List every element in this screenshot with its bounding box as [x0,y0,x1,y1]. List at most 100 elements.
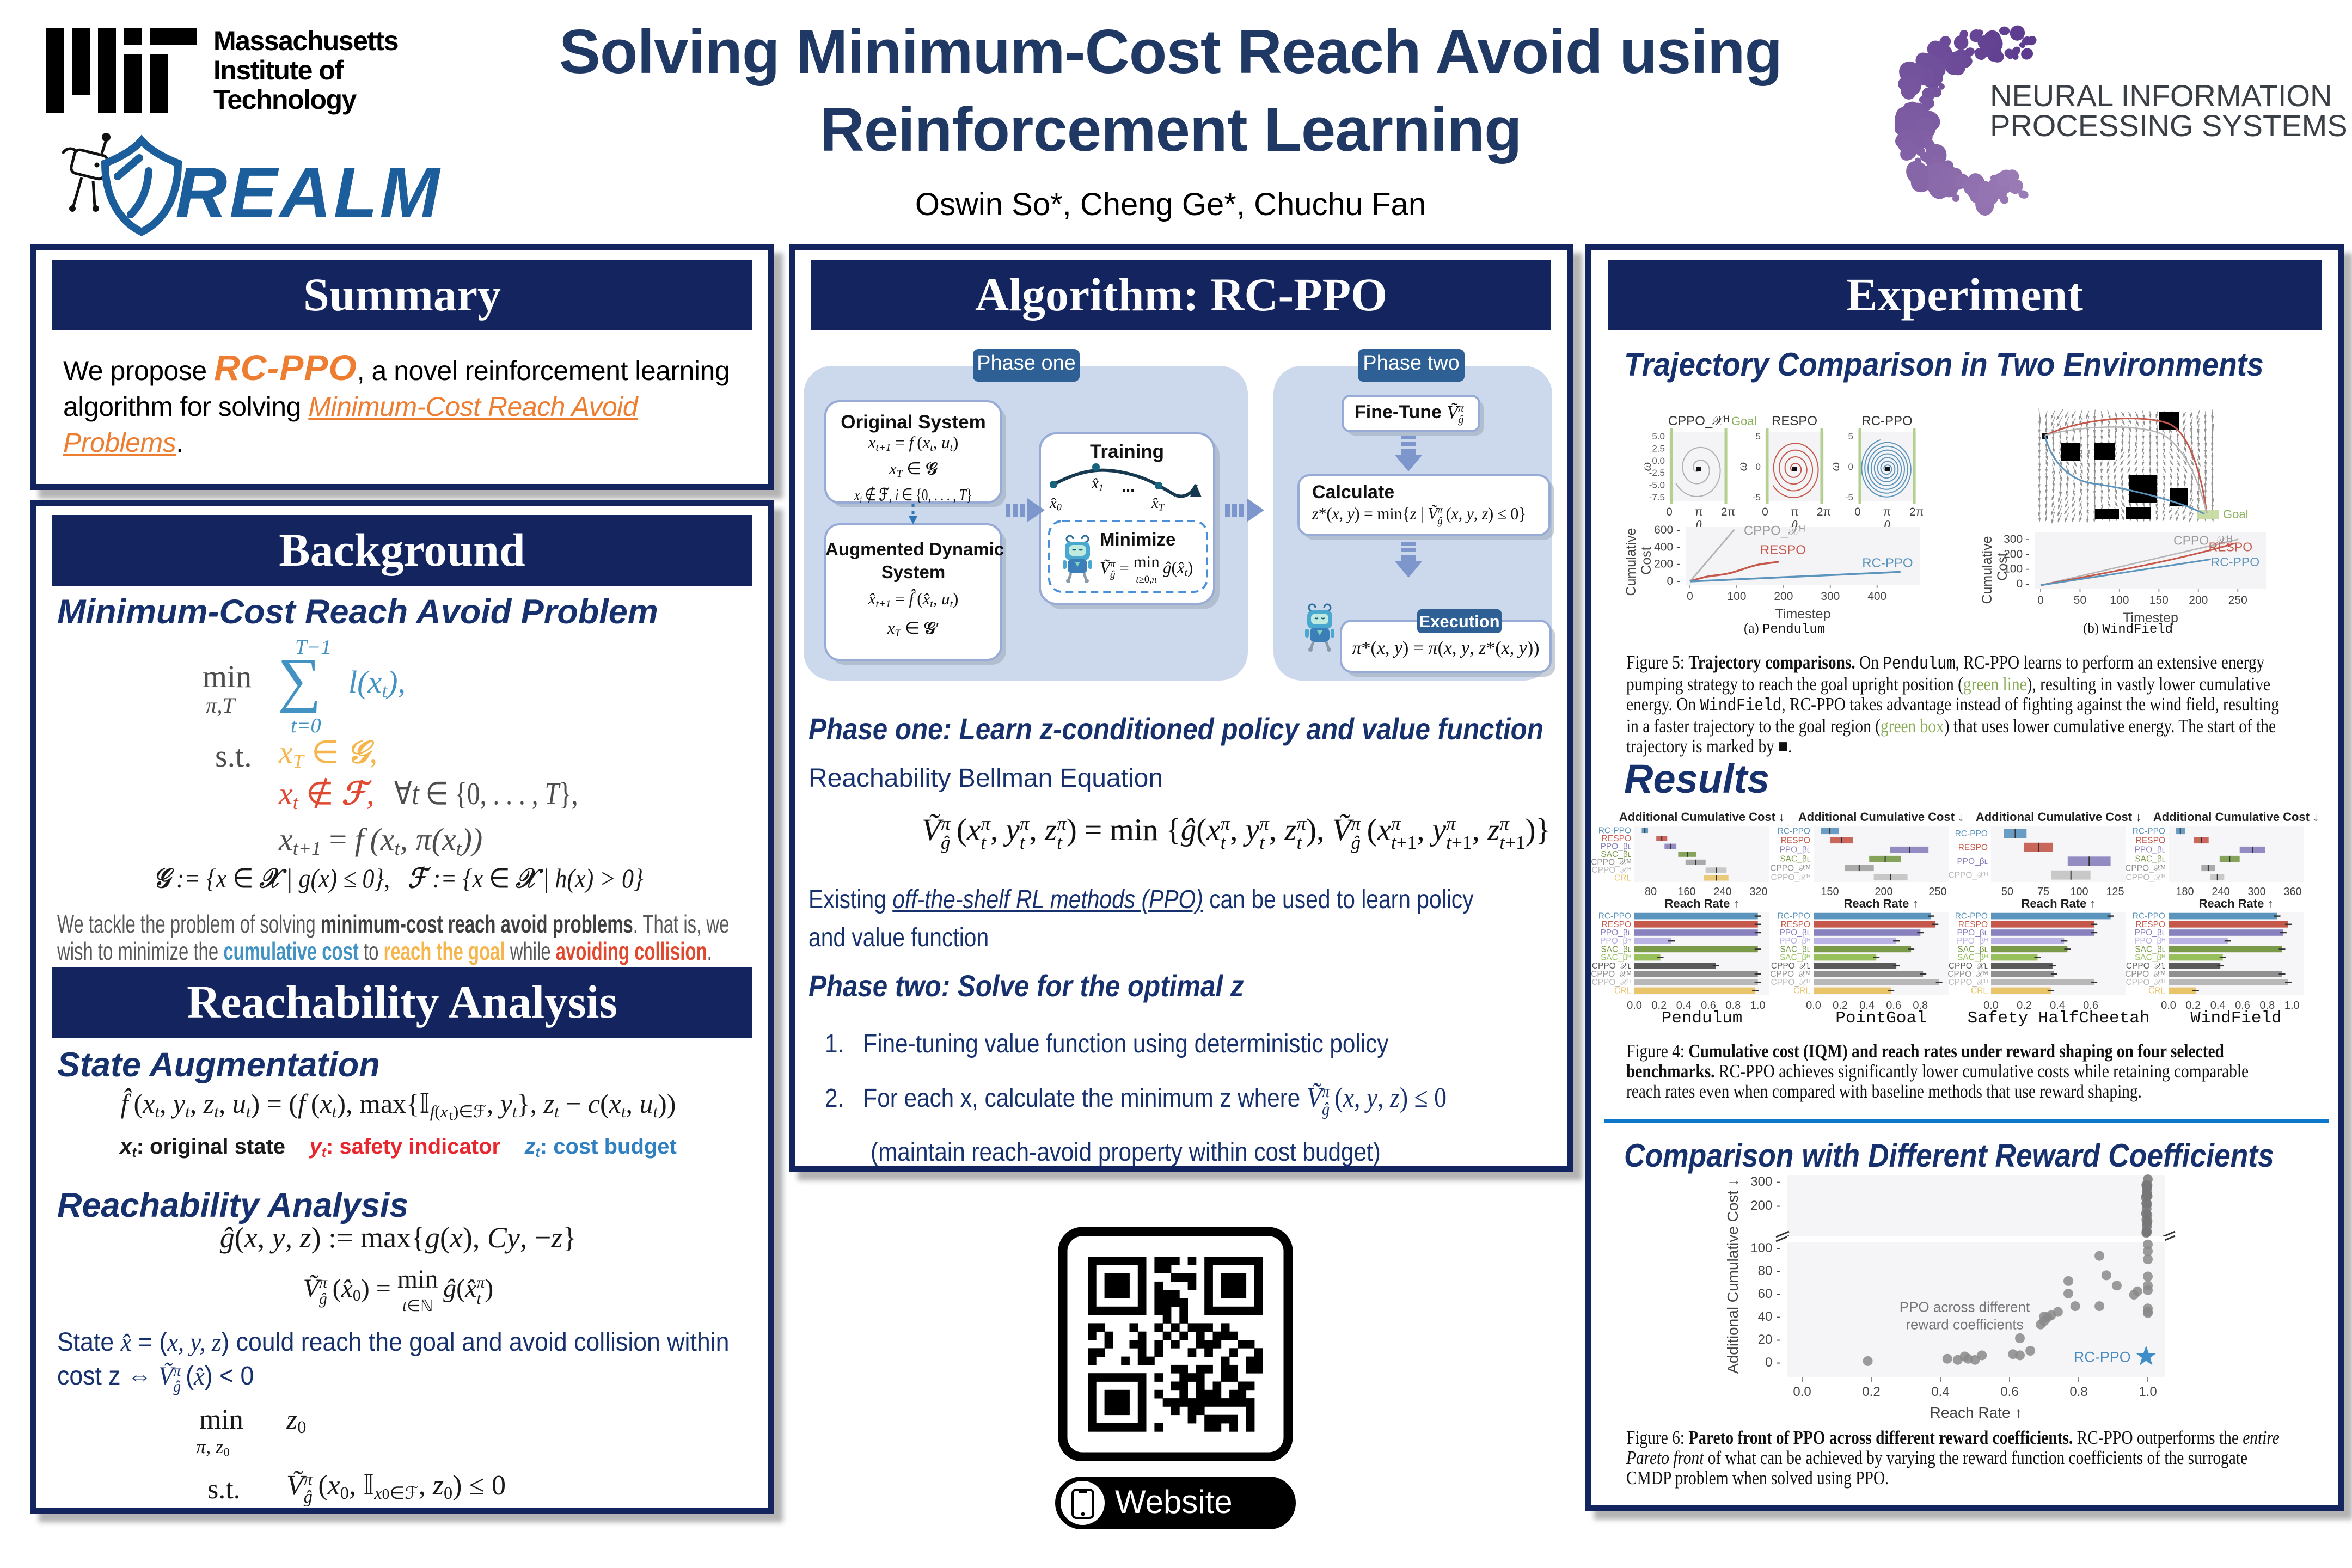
svg-text:CPPO_𝒳ᴴ: CPPO_𝒳ᴴ [2173,533,2232,547]
svg-text:200: 200 [1875,886,1892,898]
svg-text:-5.0: -5.0 [1649,480,1665,491]
svg-text:PPO_βᴴ: PPO_βᴴ [2134,936,2165,946]
svg-text:360: 360 [2283,886,2301,898]
svg-text:0.8: 0.8 [1725,1000,1741,1012]
svg-text:RC-PPO: RC-PPO [1598,826,1631,835]
svg-text:Timestep: Timestep [1775,607,1831,622]
svg-text:SAC_βʟ: SAC_βʟ [2135,945,2165,954]
svg-text:0.8: 0.8 [1913,1000,1928,1012]
svg-text:240: 240 [1713,886,1731,898]
svg-text:RESPO: RESPO [1781,836,1810,846]
svg-text:2.5: 2.5 [1652,443,1665,454]
svg-text:CPPO_𝒳ᴴ: CPPO_𝒳ᴴ [2126,873,2165,883]
svg-text:Timestep: Timestep [2123,610,2178,626]
svg-text:300: 300 [1821,590,1840,603]
svg-text:PPO_βʟ: PPO_βʟ [2134,928,2165,938]
svg-text:CPPO_𝒳ᴹ: CPPO_𝒳ᴹ [2125,864,2165,873]
svg-text:0.0: 0.0 [1793,1385,1811,1399]
svg-text:CPPO_𝒳ᴹ: CPPO_𝒳ᴹ [1770,864,1810,873]
svg-text:150: 150 [1821,886,1839,898]
svg-text:250: 250 [2228,594,2247,607]
svg-text:PPO_βᴴ: PPO_βᴴ [1957,936,1988,946]
svg-text:Cumulative: Cumulative [1624,528,1639,596]
svg-text:PointGoal: PointGoal [1835,1009,1926,1028]
svg-text:1.0: 1.0 [1750,1000,1766,1012]
svg-text:CPPO_𝒳ᴴ: CPPO_𝒳ᴴ [1591,978,1631,987]
svg-text:100: 100 [1727,590,1746,603]
svg-text:-2.5: -2.5 [1649,468,1665,478]
svg-text:Reach Rate ↑: Reach Rate ↑ [1930,1404,2023,1421]
svg-text:0.0: 0.0 [1652,456,1665,466]
svg-text:SAC_βʟ: SAC_βʟ [1780,855,1810,864]
svg-text:0.6: 0.6 [2235,1000,2250,1012]
svg-text:240: 240 [2212,886,2230,898]
svg-text:RESPO: RESPO [2209,540,2253,554]
svg-text:Reach Rate ↑: Reach Rate ↑ [1844,897,1919,910]
svg-text:Additional Cumulative Cost ↓: Additional Cumulative Cost ↓ [1976,812,2141,824]
svg-text:CPPO_𝒳ᴴ: CPPO_𝒳ᴴ [1668,414,1729,428]
svg-text:Cost: Cost [1639,547,1654,574]
svg-text:0.2: 0.2 [2185,1000,2201,1012]
svg-text:RESPO: RESPO [1602,834,1631,843]
svg-text:1.0: 1.0 [2139,1385,2157,1399]
svg-text:0.4: 0.4 [1676,1000,1692,1012]
svg-text:PPO across different: PPO across different [1900,1299,2030,1315]
svg-text:RC-PPO: RC-PPO [2211,555,2259,569]
svg-text:CPPO_𝒳ᴴ: CPPO_𝒳ᴴ [1744,524,1805,538]
svg-text:RESPO: RESPO [1602,920,1631,929]
svg-text:200 -: 200 - [2004,548,2030,560]
svg-text:-5: -5 [1753,492,1761,503]
svg-text:SAC_βᴴ: SAC_βᴴ [1780,953,1810,963]
svg-text:CRL: CRL [1614,874,1631,883]
svg-text:80 -: 80 - [1758,1264,1780,1278]
svg-text:0: 0 [1854,506,1861,518]
svg-text:CRL: CRL [2148,986,2165,995]
svg-text:RESPO: RESPO [2136,920,2165,929]
svg-text:0: 0 [1762,506,1768,518]
svg-text:CPPO_𝒳ᴹ: CPPO_𝒳ᴹ [1770,970,1810,979]
svg-text:400 -: 400 - [1654,541,1680,553]
svg-text:0.4: 0.4 [2050,1000,2065,1012]
svg-text:RESPO: RESPO [1781,920,1810,929]
svg-text:0.6: 0.6 [1886,1000,1901,1012]
svg-text:RESPO: RESPO [2136,836,2165,846]
svg-text:0.6: 0.6 [2083,1000,2098,1012]
svg-text:0.4: 0.4 [2210,1000,2226,1012]
svg-text:150: 150 [2149,594,2169,607]
svg-text:CPPO_𝒳ᴹ: CPPO_𝒳ᴹ [1591,970,1631,979]
svg-text:0.0: 0.0 [1806,1000,1821,1012]
svg-text:0: 0 [1666,506,1673,518]
svg-text:-7.5: -7.5 [1649,492,1665,503]
svg-text:2π: 2π [1721,506,1735,518]
svg-text:RC-PPO: RC-PPO [1778,827,1810,836]
svg-text:180: 180 [2176,886,2194,898]
svg-text:0 -: 0 - [1765,1355,1780,1370]
svg-text:0.6: 0.6 [1701,1000,1716,1012]
svg-text:Cost: Cost [1995,553,2010,580]
svg-text:100 -: 100 - [2004,563,2030,575]
svg-text:SAC_βᴴ: SAC_βᴴ [2135,953,2165,963]
svg-text:ω: ω [1640,462,1654,471]
svg-text:0 -: 0 - [1667,575,1680,587]
svg-text:RC-PPO: RC-PPO [1955,829,1988,838]
svg-text:Reach Rate ↑: Reach Rate ↑ [1665,897,1739,910]
svg-text:CPPO_𝒳ʟ: CPPO_𝒳ʟ [2126,961,2165,971]
svg-text:Additional Cumulative Cost ↓: Additional Cumulative Cost ↓ [1798,812,1964,824]
svg-text:0.4: 0.4 [1859,1000,1875,1012]
svg-text:PPO_βʟ: PPO_βʟ [2134,846,2165,855]
svg-text:Additional Cumulative Cost ↓: Additional Cumulative Cost ↓ [1619,812,1785,824]
svg-text:RESPO: RESPO [1958,920,1988,929]
svg-text:CPPO_𝒳ᴴ: CPPO_𝒳ᴴ [1591,866,1631,875]
svg-text:Cumulative: Cumulative [1980,536,1995,604]
svg-text:CPPO_𝒳ʟ: CPPO_𝒳ʟ [1949,961,1988,971]
svg-text:Additional Cumulative Cost ↓: Additional Cumulative Cost ↓ [2153,812,2319,824]
svg-text:SAC_βʟ: SAC_βʟ [2135,855,2165,864]
svg-text:π: π [1695,506,1703,518]
svg-text:0.2: 0.2 [1833,1000,1848,1012]
svg-text:CPPO_𝒳ᴹ: CPPO_𝒳ᴹ [1591,858,1631,867]
svg-text:PPO_βʟ: PPO_βʟ [1600,842,1631,851]
svg-text:PPO_βᴴ: PPO_βᴴ [1779,936,1810,946]
svg-text:RC-PPO: RC-PPO [1955,912,1988,921]
svg-text:250: 250 [1928,886,1946,898]
svg-text:600 -: 600 - [1654,524,1680,536]
